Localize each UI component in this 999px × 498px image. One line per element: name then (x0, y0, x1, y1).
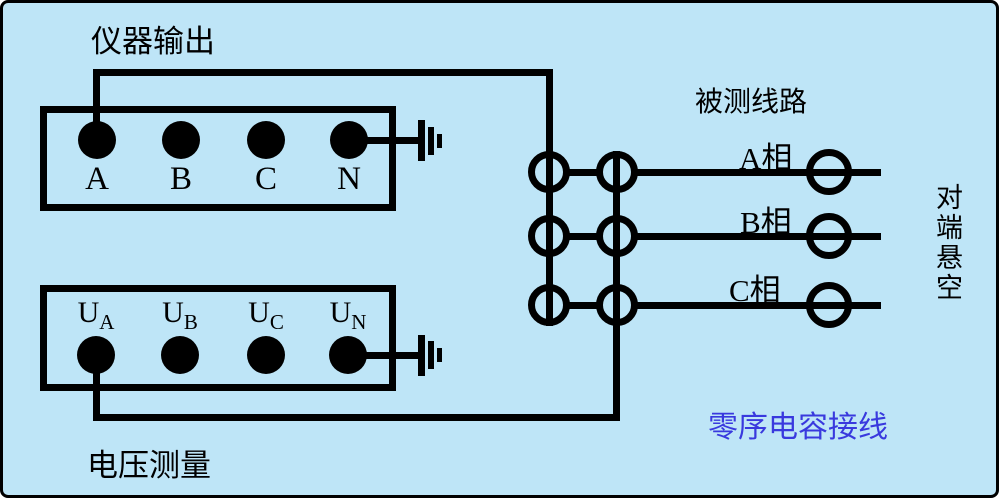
phase-line-a (635, 169, 881, 176)
instrument-output-box (40, 106, 396, 211)
wire-top-run (93, 69, 553, 76)
voltage-measurement-box (40, 285, 396, 391)
terminal-label-a: A (85, 161, 109, 197)
voltage-terminal-label-ub: UB (162, 296, 198, 334)
phase-label-a: A相 (739, 141, 793, 176)
line-under-test-label: 被测线路 (695, 87, 808, 118)
clamp-ring-right-c (596, 284, 638, 326)
voltage-terminal-dot-ub (161, 336, 199, 374)
voltage-terminal-label-un: UN (329, 296, 367, 334)
voltage-terminal-dot-uc (247, 336, 285, 374)
terminal-label-n: N (337, 161, 361, 197)
wire-un-ground-lead (348, 352, 421, 359)
terminal-label-b: B (169, 161, 192, 197)
clamp-ring-right-a (596, 151, 638, 193)
voltage-terminal-dot-ua (77, 336, 115, 374)
voltage-measurement-label: 电压测量 (87, 448, 211, 483)
phase-ring-b (806, 213, 852, 259)
wire-pair-connector-a (567, 169, 600, 176)
phase-ring-a (806, 149, 852, 195)
wire-bottom-run (93, 414, 620, 421)
terminal-dot-a (78, 121, 116, 159)
terminal-dot-b (162, 121, 200, 159)
phase-ring-c (806, 282, 852, 328)
clamp-ring-left-b (528, 215, 570, 257)
diagram-title: 零序电容接线 (708, 411, 888, 444)
far-end-floating-label: 对端悬空 (932, 183, 962, 303)
clamp-ring-right-b (596, 215, 638, 257)
phase-line-b (635, 233, 881, 240)
clamp-ring-left-a (528, 151, 570, 193)
terminal-label-c: C (254, 161, 277, 197)
terminal-dot-c (247, 121, 285, 159)
voltage-terminal-label-ua: UA (77, 296, 115, 334)
wire-pair-connector-b (567, 233, 600, 240)
instrument-output-label: 仪器输出 (91, 24, 215, 59)
wire-pair-connector-c (567, 302, 600, 309)
voltage-terminal-label-uc: UC (248, 296, 284, 334)
phase-label-c: C相 (729, 273, 781, 308)
voltage-terminal-dot-un (329, 336, 367, 374)
wire-left-bus (546, 69, 553, 326)
phase-line-c (635, 302, 881, 309)
terminal-dot-n (330, 121, 368, 159)
wire-n-ground-lead (349, 137, 421, 144)
clamp-ring-left-c (528, 284, 570, 326)
phase-label-b: B相 (740, 205, 792, 240)
